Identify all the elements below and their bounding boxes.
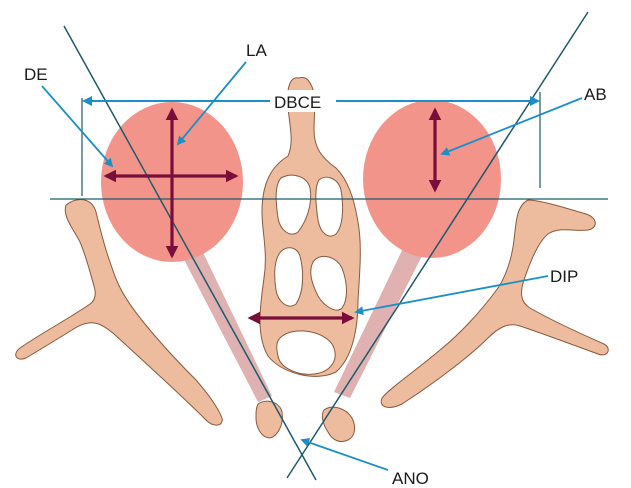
label-dip: DIP	[550, 267, 578, 286]
ethmoid-air-cell	[316, 177, 343, 236]
label-la: LA	[246, 41, 267, 60]
de-leader	[42, 86, 112, 166]
label-ab: AB	[584, 85, 607, 104]
left-sphenoid-fragment	[256, 401, 282, 438]
ethmoid-air-cell	[275, 248, 303, 306]
label-de: DE	[24, 65, 48, 84]
ano-leader	[302, 440, 388, 470]
label-dbce: DBCE	[274, 93, 321, 112]
label-ano: ANO	[392, 469, 429, 488]
right-sphenoid-fragment	[322, 407, 354, 441]
